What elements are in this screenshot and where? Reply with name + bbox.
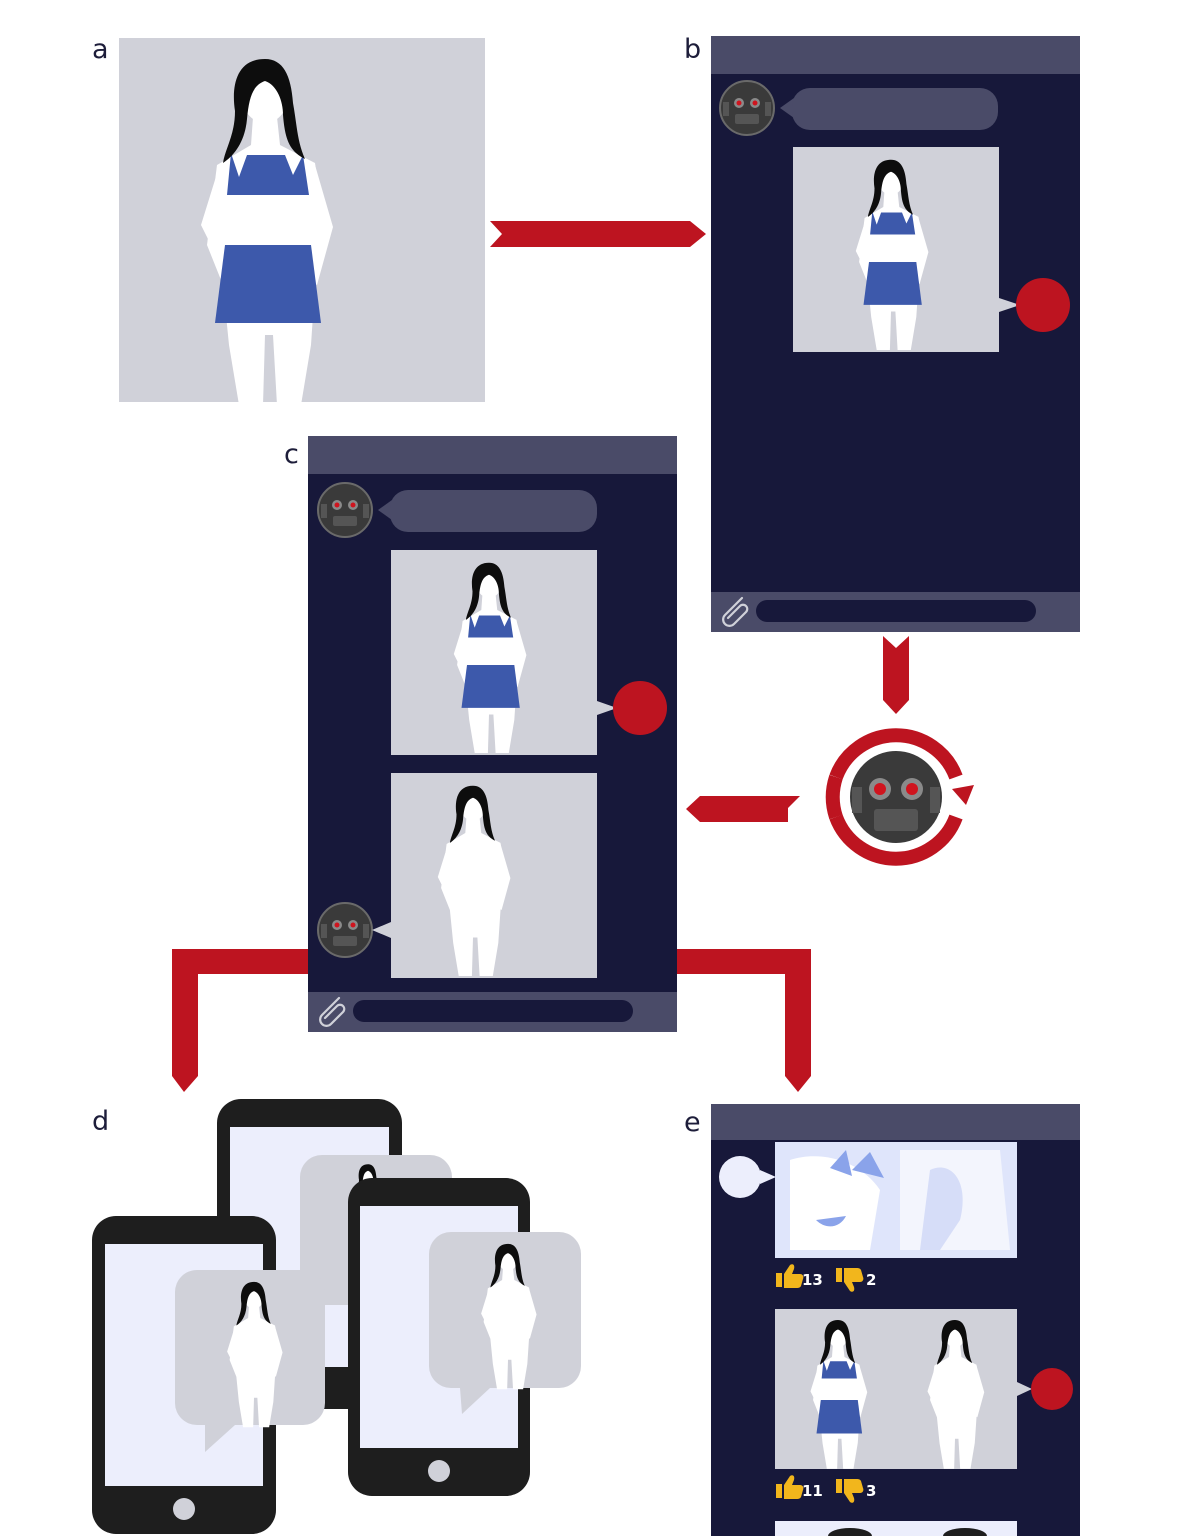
user-avatar-icon (1016, 278, 1070, 332)
chat-header-bar (711, 36, 1080, 74)
arrow-c-to-d (172, 949, 308, 1092)
panel-label-b: b (684, 34, 701, 65)
arrow-c-to-e (677, 949, 811, 1092)
bot-message-bubble (792, 88, 998, 130)
refresh-bot-icon (825, 728, 974, 866)
arrow-b-to-bot (883, 636, 909, 714)
user-avatar-icon (1031, 1368, 1073, 1410)
panel-a-photo (119, 38, 485, 405)
dislike-count: 2 (866, 1271, 876, 1289)
dislike-count: 3 (866, 1482, 876, 1500)
bot-avatar-icon (719, 80, 775, 136)
feed-header-bar (711, 1104, 1080, 1140)
arrow-bot-to-c (686, 796, 800, 822)
like-count: 11 (802, 1482, 823, 1500)
panel-label-d: d (92, 1106, 109, 1137)
panel-label-e: e (684, 1107, 701, 1138)
panel-b-chat-window (711, 36, 1080, 632)
user-avatar-icon (719, 1156, 761, 1198)
panel-label-c: c (284, 439, 299, 470)
chat-header-bar (308, 436, 677, 474)
message-input[interactable] (756, 600, 1036, 622)
bot-avatar-icon (317, 482, 373, 538)
panel-d-devices (92, 1099, 581, 1534)
arrow-a-to-b (490, 221, 706, 247)
tablet-right (348, 1178, 581, 1496)
bot-message-bubble (390, 490, 597, 532)
tablet-left (92, 1216, 325, 1534)
panel-c-chat-window (308, 436, 677, 1032)
panel-e-feed-window: 13 2 11 3 (711, 1104, 1080, 1536)
bot-avatar-icon (317, 902, 373, 958)
like-count: 13 (802, 1271, 823, 1289)
panel-label-a: a (92, 34, 109, 65)
message-input[interactable] (353, 1000, 633, 1022)
user-avatar-icon (613, 681, 667, 735)
